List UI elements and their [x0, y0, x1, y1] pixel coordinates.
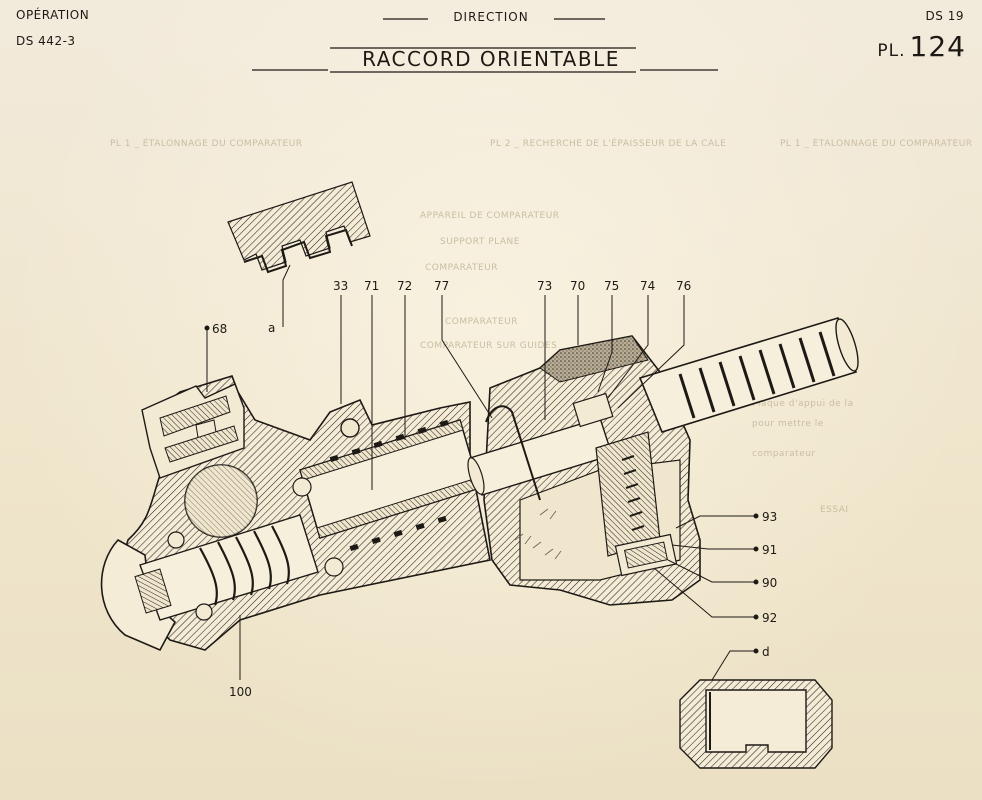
callout-77: 77: [434, 279, 449, 293]
svg-text:COMPARATEUR: COMPARATEUR: [445, 317, 518, 327]
callout-90: 90: [762, 576, 777, 590]
svg-text:COMPARATEUR: COMPARATEUR: [425, 263, 498, 273]
plate-number: PL.124: [877, 30, 966, 63]
callout-33: 33: [333, 279, 348, 293]
plate-digits: 124: [909, 30, 966, 63]
main-assembly: [100, 317, 859, 652]
callout-leaders: [204, 264, 759, 681]
detail-d-section: [679, 679, 833, 769]
svg-text:PL 1 _ ÉTALONNAGE DU COMPARATE: PL 1 _ ÉTALONNAGE DU COMPARATEUR: [780, 137, 973, 149]
callout-71: 71: [364, 279, 379, 293]
model-label: DS 19: [925, 9, 964, 23]
callout-73: 73: [537, 279, 552, 293]
svg-text:pour mettre le: pour mettre le: [752, 419, 824, 429]
plate-prefix: PL.: [877, 41, 906, 61]
svg-text:PL 2 _ RECHERCHE DE L'ÉPAISSEU: PL 2 _ RECHERCHE DE L'ÉPAISSEUR DE LA CA…: [490, 137, 726, 149]
svg-text:Plaque d'appui de la: Plaque d'appui de la: [752, 399, 854, 409]
svg-text:comparateur: comparateur: [752, 449, 816, 459]
callout-72: 72: [397, 279, 412, 293]
svg-text:PL 1 _ ÉTALONNAGE DU COMPARATE: PL 1 _ ÉTALONNAGE DU COMPARATEUR: [110, 137, 303, 149]
callout-76: 76: [676, 279, 691, 293]
callout-93: 93: [762, 510, 777, 524]
page-title: RACCORD ORIENTABLE: [362, 47, 620, 71]
section-heading: DIRECTION: [453, 10, 529, 24]
callout-91: 91: [762, 543, 777, 557]
callout-92: 92: [762, 611, 777, 625]
callout-70: 70: [570, 279, 585, 293]
callout-a: a: [268, 321, 275, 335]
callout-74: 74: [640, 279, 655, 293]
operation-label: OPÉRATION: [16, 8, 90, 22]
callout-d: d: [762, 645, 770, 659]
bleed-through-text: PL 1 _ ÉTALONNAGE DU COMPARATEUR PL 2 _ …: [110, 137, 973, 515]
callout-labels: 68 a 33 71 72 77 73 70 75 74 76 93 91 90…: [212, 279, 777, 699]
detail-a-thread: [227, 181, 371, 274]
reference-number: DS 442-3: [16, 34, 76, 48]
svg-text:APPAREIL DE COMPARATEUR: APPAREIL DE COMPARATEUR: [420, 211, 560, 221]
svg-text:SUPPORT PLANE: SUPPORT PLANE: [440, 237, 520, 247]
callout-68: 68: [212, 322, 227, 336]
callout-75: 75: [604, 279, 619, 293]
header-rules: [252, 18, 718, 73]
callout-100: 100: [229, 685, 252, 699]
svg-text:ESSAI: ESSAI: [820, 505, 849, 515]
svg-text:COMPARATEUR SUR GUIDES: COMPARATEUR SUR GUIDES: [420, 341, 557, 351]
